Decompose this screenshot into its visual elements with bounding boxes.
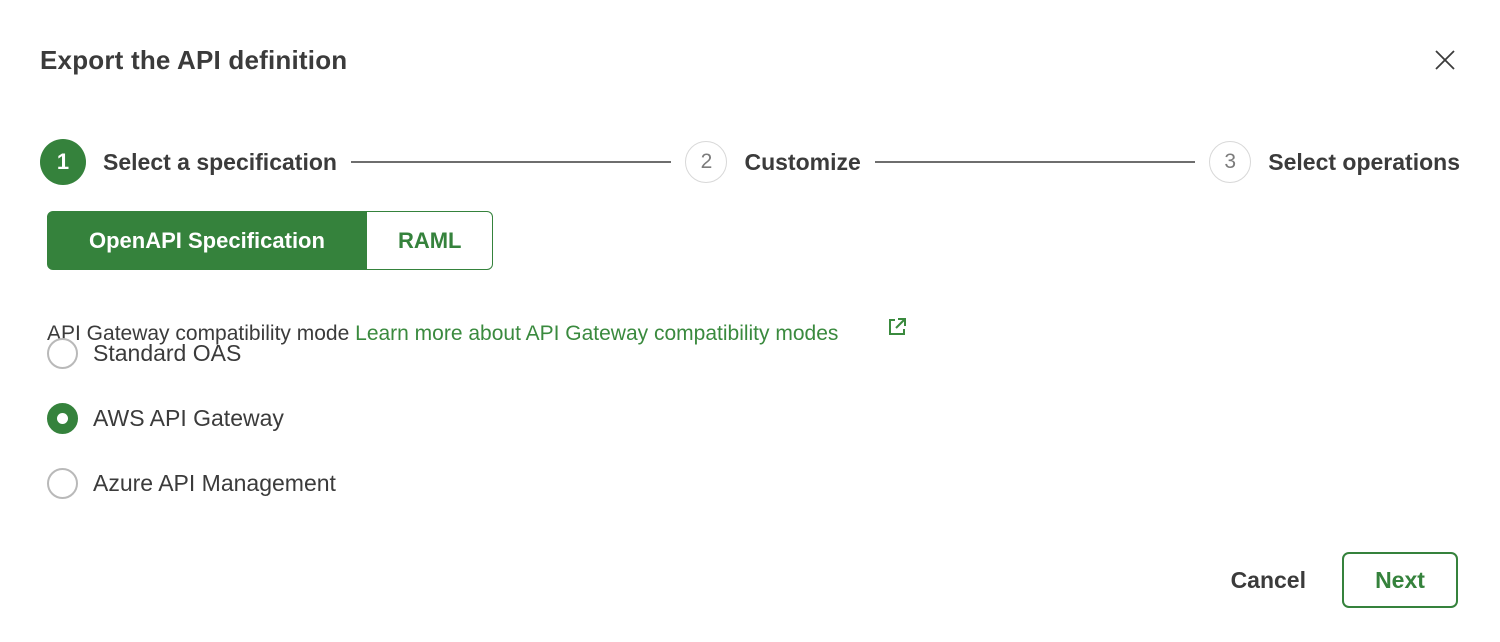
step-3-circle: 3 bbox=[1209, 141, 1252, 183]
compatibility-mode-row: API Gateway compatibility mode Learn mor… bbox=[47, 296, 908, 371]
radio-standard-oas[interactable]: Standard OAS bbox=[47, 338, 336, 369]
step-select-specification: 1 Select a specification bbox=[40, 139, 337, 185]
radio-button-unselected[interactable] bbox=[47, 338, 78, 369]
toggle-raml[interactable]: RAML bbox=[366, 211, 494, 270]
next-button[interactable]: Next bbox=[1342, 552, 1458, 608]
close-button[interactable] bbox=[1430, 46, 1460, 76]
learn-more-link[interactable]: Learn more about API Gateway compatibili… bbox=[355, 296, 908, 371]
compatibility-radio-group: Standard OAS AWS API Gateway Azure API M… bbox=[47, 338, 336, 533]
radio-label: AWS API Gateway bbox=[93, 405, 284, 431]
compatibility-mode-label: API Gateway compatibility mode bbox=[47, 321, 356, 345]
radio-label: Standard OAS bbox=[93, 340, 242, 366]
step-2-label: Customize bbox=[744, 148, 861, 175]
radio-label: Azure API Management bbox=[93, 470, 336, 496]
cancel-button[interactable]: Cancel bbox=[1230, 566, 1306, 593]
radio-aws-api-gateway[interactable]: AWS API Gateway bbox=[47, 403, 336, 434]
step-1-label: Select a specification bbox=[103, 148, 337, 175]
radio-dot bbox=[57, 413, 68, 424]
close-icon bbox=[1431, 46, 1459, 77]
step-select-operations: 3 Select operations bbox=[1209, 141, 1460, 183]
dialog-title: Export the API definition bbox=[40, 45, 348, 75]
learn-more-link-text: Learn more about API Gateway compatibili… bbox=[355, 321, 839, 345]
step-1-circle: 1 bbox=[40, 139, 86, 185]
radio-azure-api-management[interactable]: Azure API Management bbox=[47, 468, 336, 499]
step-customize: 2 Customize bbox=[685, 141, 861, 183]
step-2-circle: 2 bbox=[685, 141, 728, 183]
toggle-openapi-specification[interactable]: OpenAPI Specification bbox=[47, 211, 367, 270]
step-connector bbox=[350, 161, 672, 163]
step-3-label: Select operations bbox=[1268, 148, 1460, 175]
wizard-stepper: 1 Select a specification 2 Customize 3 S… bbox=[40, 138, 1460, 186]
spec-format-toggle: OpenAPI Specification RAML bbox=[47, 211, 494, 270]
radio-button-selected[interactable] bbox=[47, 403, 78, 434]
dialog-footer: Cancel Next bbox=[1231, 552, 1458, 608]
external-link-icon bbox=[840, 292, 908, 367]
step-connector bbox=[874, 161, 1196, 163]
radio-button-unselected[interactable] bbox=[47, 468, 78, 499]
